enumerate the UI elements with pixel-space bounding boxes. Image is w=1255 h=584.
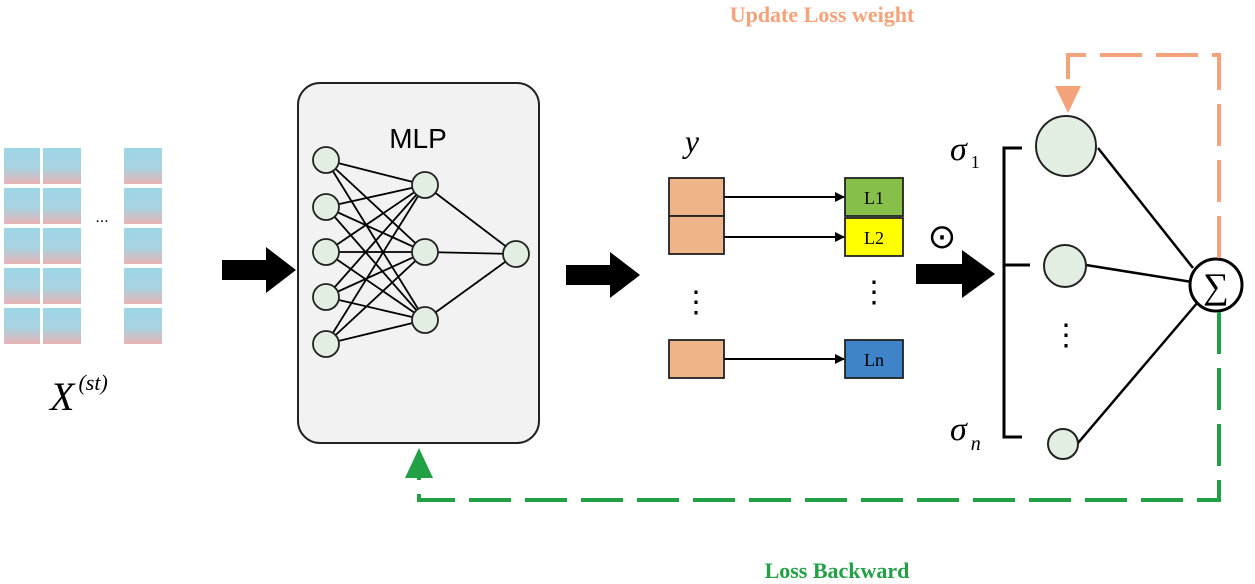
input-ellipsis: ... — [95, 209, 108, 226]
loss-box-l1 — [844, 177, 904, 217]
mlp-title: MLP — [389, 123, 447, 154]
update-feedback-arrowhead — [1055, 86, 1081, 113]
sigma-n-symbol: σ — [950, 411, 968, 448]
losses-vdots: ⋮ — [859, 276, 889, 309]
sigma-1-subscript: 1 — [971, 152, 980, 172]
input-tile — [124, 308, 162, 344]
mlp-input-node — [312, 146, 340, 174]
bracket-line — [1002, 146, 1030, 439]
weight-node-2 — [1043, 244, 1087, 288]
sigma-n-subscript: n — [971, 433, 981, 455]
weight-node-n — [1047, 428, 1079, 460]
input-tile-column-last — [124, 148, 162, 344]
weight-node-1 — [1035, 115, 1097, 177]
output-cell-1 — [668, 177, 725, 217]
loss-backward-label: Loss Backward — [765, 558, 910, 583]
loss-box-ln — [844, 339, 904, 379]
output-cell-n — [668, 339, 725, 379]
input-tile — [4, 188, 40, 224]
output-cell-2 — [668, 215, 725, 255]
sigma-1-label: σ 1 — [950, 131, 980, 172]
input-tile — [4, 268, 40, 304]
sum-symbol: ∑ — [1203, 266, 1229, 306]
update-loss-weight-label: Update Loss weight — [730, 2, 915, 27]
input-tile — [4, 228, 40, 264]
input-tile — [124, 268, 162, 304]
input-tile — [124, 228, 162, 264]
input-tile — [43, 268, 81, 304]
input-tile-column-2 — [43, 148, 81, 344]
backward-feedback-line — [417, 312, 1221, 502]
hadamard-operator: ⊙ — [928, 218, 957, 256]
output-to-loss-arrows — [724, 192, 845, 364]
input-tile — [124, 188, 162, 224]
mlp-output-node — [502, 240, 530, 268]
input-label-main: X — [48, 374, 76, 419]
input-tile — [4, 148, 40, 184]
sum-node — [1188, 257, 1244, 313]
losses-to-weights-arrow — [916, 250, 995, 298]
loss-label-l2: L2 — [864, 228, 884, 248]
mlp-nodes — [312, 146, 530, 358]
mlp-hidden-node — [411, 171, 439, 199]
backward-feedback-path — [405, 312, 1221, 502]
weight-network: ⋮ ∑ — [1035, 115, 1244, 460]
input-to-mlp-arrow — [222, 247, 296, 293]
outputs-vdots: ⋮ — [681, 286, 711, 319]
mlp-input-node — [312, 283, 340, 311]
input-tensor: ... X (st) — [4, 148, 162, 419]
input-label-superscript: (st) — [78, 370, 107, 395]
losses-block: L1 L2 ⋮ Ln — [844, 177, 904, 379]
mlp-to-outputs-arrow — [566, 252, 640, 298]
mlp-hidden-node — [411, 238, 439, 266]
update-feedback-line — [1066, 53, 1221, 258]
loss-box-l2 — [844, 217, 904, 257]
sigma-1-symbol: σ — [950, 131, 968, 168]
weight-connections — [1077, 147, 1199, 444]
input-label: X (st) — [48, 370, 108, 419]
weight-nodes-vdots: ⋮ — [1051, 319, 1081, 352]
input-tile-column-1 — [4, 148, 40, 344]
mlp-input-node — [312, 238, 340, 266]
mlp-connections — [325, 159, 517, 345]
input-tile — [124, 148, 162, 184]
mlp-hidden-node — [411, 306, 439, 334]
backward-feedback-arrowhead — [405, 448, 433, 478]
mlp-input-node — [312, 330, 340, 358]
mlp-input-node — [312, 193, 340, 221]
input-tile — [43, 228, 81, 264]
sigma-n-label: σ n — [950, 411, 981, 455]
loss-label-l1: L1 — [864, 188, 884, 208]
loss-label-ln: Ln — [864, 350, 884, 370]
input-tile — [43, 148, 81, 184]
outputs-block: y ⋮ — [668, 123, 725, 379]
input-tile — [4, 308, 40, 344]
mlp-block: MLP — [297, 82, 540, 444]
sigma-bracket: σ 1 σ n — [950, 131, 1030, 455]
input-tile — [43, 188, 81, 224]
input-tile — [43, 308, 81, 344]
outputs-label: y — [682, 123, 700, 159]
update-feedback-path — [1055, 53, 1221, 258]
